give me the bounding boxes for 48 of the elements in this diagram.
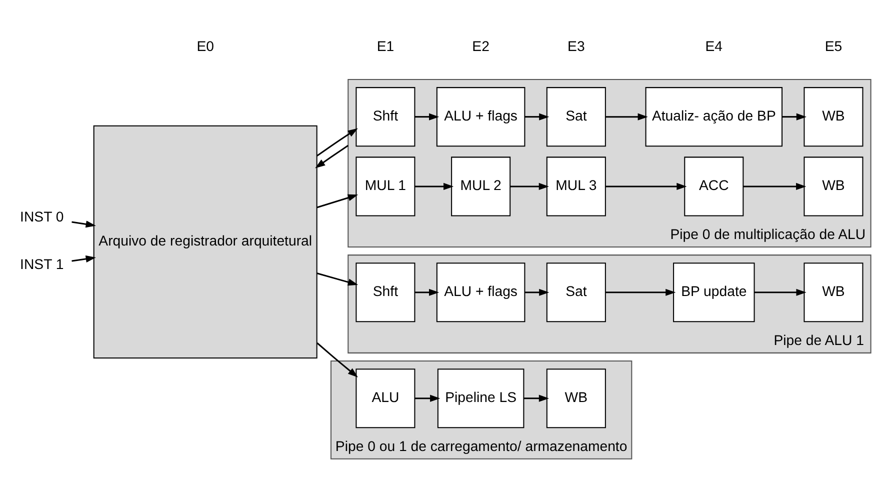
arrow: [782, 112, 806, 120]
node-box: ACC: [684, 156, 744, 216]
label: E0: [196, 37, 214, 54]
node-text: INST 0: [20, 208, 64, 224]
arrow: [743, 182, 806, 190]
node-box: WB: [546, 368, 606, 428]
node-box: ALU + flags: [436, 262, 526, 322]
arrow: [414, 288, 440, 296]
node-box: Shft: [356, 86, 416, 146]
arrow: [414, 182, 454, 190]
arrow: [316, 194, 358, 208]
node-box: MUL 2: [451, 156, 511, 216]
node-box: ALU: [356, 368, 416, 428]
arrow: [414, 394, 440, 402]
node-text: INST 1: [20, 255, 64, 272]
arrow: [414, 112, 440, 120]
node-box: Shft: [356, 262, 416, 322]
arrow: [524, 288, 550, 296]
arrow: [316, 272, 358, 286]
node-box: Atualiz- ação de BP: [645, 86, 783, 146]
label: E3: [568, 37, 585, 54]
arrow: [315, 144, 349, 168]
node-box: Arquivo de registrador arquitetural: [93, 124, 318, 358]
arrow: [606, 288, 676, 296]
arrow: [72, 254, 96, 262]
node-box: Pipeline LS: [437, 368, 524, 428]
arrow: [72, 220, 96, 228]
arrow: [754, 288, 806, 296]
label: E5: [824, 37, 842, 54]
node-box: WB: [804, 262, 864, 322]
node-box: Sat: [546, 86, 606, 146]
node-box: WB: [804, 156, 864, 216]
arrow: [524, 112, 550, 120]
label: E1: [376, 37, 394, 54]
arrow: [524, 394, 550, 402]
node-box: MUL 1: [356, 156, 416, 216]
arrow: [316, 342, 358, 377]
arrow: [510, 182, 549, 190]
node-box: ALU + flags: [436, 86, 526, 146]
arrow: [316, 128, 358, 156]
node-box: WB: [804, 86, 864, 146]
label: E2: [472, 37, 490, 54]
node-box: BP update: [673, 262, 755, 322]
arrow: [606, 182, 687, 190]
arrow: [606, 112, 648, 120]
node-box: MUL 3: [546, 156, 606, 216]
node-box: Sat: [546, 262, 606, 322]
label: E4: [705, 37, 723, 54]
